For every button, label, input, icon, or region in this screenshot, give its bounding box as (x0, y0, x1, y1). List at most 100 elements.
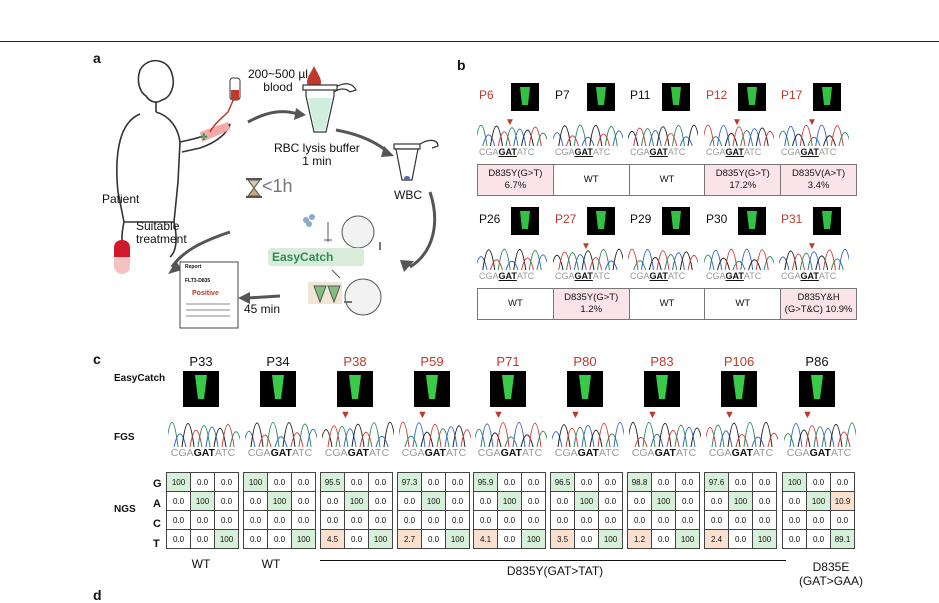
ngs-cell: 0.0 (344, 472, 369, 492)
time-45-label: 45 min (244, 302, 281, 316)
sequence-label: CGAGATATC (479, 147, 535, 157)
mutation-marker-icon: ▼ (724, 409, 735, 421)
tube-image (260, 371, 296, 407)
sample-name: P38 (343, 354, 367, 369)
ngs-cell: 10.9 (830, 491, 855, 511)
top-rule (0, 41, 939, 42)
ngs-cell: 0.0 (473, 510, 498, 530)
panel-label-d: d (93, 587, 102, 603)
ngs-cell: 0.0 (728, 510, 753, 530)
tube-image (662, 207, 690, 235)
d835y-group-line (320, 560, 786, 561)
group-label-wt-1: WT (191, 557, 211, 571)
sample-name: P11 (630, 88, 651, 102)
ngs-cell: 0.0 (291, 472, 316, 492)
mutation-marker-icon: ▼ (340, 409, 351, 421)
sequence-label: CGAGATATC (630, 147, 686, 157)
ngs-cell: 0.0 (421, 529, 446, 549)
report-gene: FLT3-D835 (185, 278, 211, 284)
ngs-cell: 100 (728, 491, 753, 511)
blood-volume-label: 200~500 µl blood (248, 67, 308, 94)
report-title: Report (185, 264, 202, 270)
ngs-cell: 1.2 (627, 529, 652, 549)
base-label-c: C (153, 518, 161, 530)
group-label-d835e: D835E (GAT>GAA) (798, 560, 864, 588)
ngs-cell: 0.0 (473, 491, 498, 511)
ngs-cell: 0.0 (421, 510, 446, 530)
sequence-label: CGAGATATC (706, 147, 762, 157)
ngs-cell: 98.8 (627, 472, 652, 492)
ngs-cell: 0.0 (704, 491, 729, 511)
ngs-cell: 0.0 (574, 472, 599, 492)
result-cell: D835Y(G>T) 1.2% (553, 289, 630, 319)
sample-name: P34 (266, 354, 290, 369)
ngs-cell: 100 (521, 529, 546, 549)
result-cell: WT (554, 165, 630, 195)
sample-name: P6 (479, 88, 494, 102)
report-result: Positive (192, 290, 219, 297)
wbc-label: WBC (394, 188, 422, 202)
ngs-cell: 100 (214, 529, 239, 549)
mutation-marker-icon: ▼ (802, 409, 813, 421)
sample-name: P7 (555, 88, 570, 102)
tube-image (511, 83, 539, 111)
ngs-cell: 0.0 (521, 472, 546, 492)
svg-text:✤: ✤ (200, 132, 208, 142)
ngs-cell: 0.0 (368, 472, 393, 492)
mutation-marker-icon: ▼ (807, 117, 817, 128)
ngs-cell: 100 (368, 529, 393, 549)
ngs-cell: 0.0 (291, 510, 316, 530)
ngs-cell: 0.0 (421, 472, 446, 492)
tube-image (511, 207, 539, 235)
ngs-cell: 0.0 (675, 510, 700, 530)
row-label-fgs: FGS (114, 432, 135, 443)
sample-name: P71 (496, 354, 520, 369)
ngs-cell: 4.1 (473, 529, 498, 549)
ngs-cell: 89.1 (830, 529, 855, 549)
row-label-easycatch: EasyCatch (114, 373, 166, 384)
ngs-cell: 0.0 (704, 510, 729, 530)
panel-label-a: a (93, 50, 101, 66)
ngs-cell: 100 (806, 491, 831, 511)
ngs-cell: 0.0 (214, 491, 239, 511)
ngs-cell: 0.0 (445, 491, 470, 511)
ngs-cell: 0.0 (830, 510, 855, 530)
ngs-cell: 100 (166, 472, 191, 492)
ngs-cell: 0.0 (166, 510, 191, 530)
ngs-cell: 0.0 (397, 510, 422, 530)
result-cell: D835V(A>T) 3.4% (781, 165, 856, 195)
ngs-cell: 100 (574, 491, 599, 511)
time-label: <1h (262, 176, 293, 196)
mutation-marker-icon: ▼ (493, 409, 504, 421)
ngs-cell: 0.0 (806, 510, 831, 530)
tube-image (738, 207, 766, 235)
ngs-cell: 0.0 (782, 491, 807, 511)
rbc-lysis-label: RBC lysis buffer 1 min (274, 141, 360, 168)
sample-name: P30 (706, 212, 728, 226)
ngs-cell: 0.0 (550, 510, 575, 530)
ngs-cell: 0.0 (291, 491, 316, 511)
sample-name: P26 (479, 212, 501, 226)
ngs-cell: 0.0 (320, 491, 345, 511)
patient-label: Patient (102, 192, 140, 206)
tube-image (813, 207, 841, 235)
tube-image (662, 83, 690, 111)
ngs-cell: 0.0 (728, 529, 753, 549)
ngs-cell: 0.0 (521, 510, 546, 530)
ngs-cell: 0.0 (651, 472, 676, 492)
ngs-cell: 95.9 (473, 472, 498, 492)
result-cell: WT (705, 289, 782, 319)
tube-image (587, 207, 615, 235)
ngs-cell: 0.0 (190, 472, 215, 492)
ngs-cell: 97.3 (397, 472, 422, 492)
ngs-cell: 100 (291, 529, 316, 549)
ngs-cell: 96.5 (550, 472, 575, 492)
sequence-label: CGAGATATC (630, 271, 686, 281)
ngs-cell: 0.0 (368, 510, 393, 530)
sequence-label: CGAGATATC (555, 147, 611, 157)
ngs-cell: 100 (267, 491, 292, 511)
